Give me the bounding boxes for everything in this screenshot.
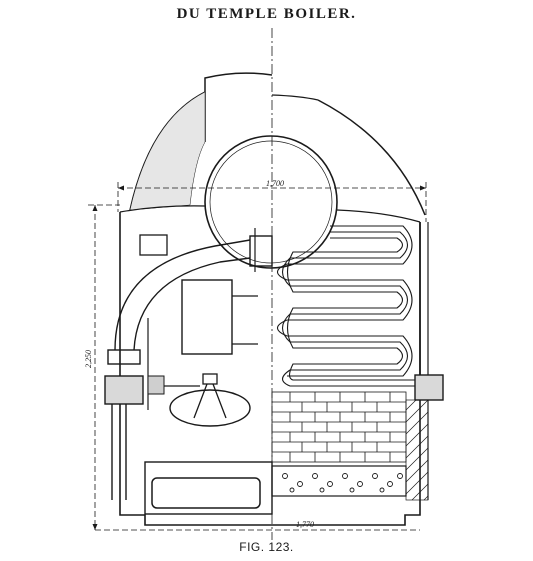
- steam-drum-inner: [209, 140, 333, 264]
- side-wall-hatching: [405, 399, 429, 501]
- dimension-bottom: 1,770: [296, 520, 314, 529]
- chimney: [204, 72, 273, 142]
- base-chamber: [144, 461, 273, 515]
- circulation-pipe-inner: [133, 257, 251, 351]
- pipe-collar: [107, 349, 141, 365]
- dimension-top: 1,700: [266, 179, 284, 188]
- downcomer-pipe: [111, 404, 127, 500]
- chimney-right: [271, 94, 319, 101]
- fire-door: [181, 279, 233, 355]
- dimension-height: 2,250: [84, 350, 93, 368]
- burner-head: [202, 373, 218, 385]
- inspection-door: [139, 234, 168, 256]
- steam-drum: [204, 135, 338, 269]
- fuel-bed: [282, 473, 403, 493]
- outer-casing: [119, 212, 421, 526]
- burner-legs: [193, 383, 227, 419]
- drum-connection: [249, 235, 273, 267]
- circulation-pipe: [114, 239, 251, 351]
- serpentine-tubes: [276, 225, 415, 387]
- valve-wheel: [147, 375, 165, 395]
- ash-pan: [169, 389, 251, 427]
- brickwork: [271, 391, 407, 463]
- top-shoulder: [119, 205, 421, 223]
- grate: [271, 465, 407, 497]
- ashpit-door: [151, 477, 261, 509]
- dome-left-fill: [129, 91, 206, 211]
- feed-valve-box: [104, 375, 144, 405]
- figure-caption: FIG. 123.: [239, 540, 294, 554]
- dimension-lines: [88, 182, 427, 531]
- tube-header: [414, 374, 444, 401]
- page-title: DU TEMPLE BOILER.: [176, 6, 357, 22]
